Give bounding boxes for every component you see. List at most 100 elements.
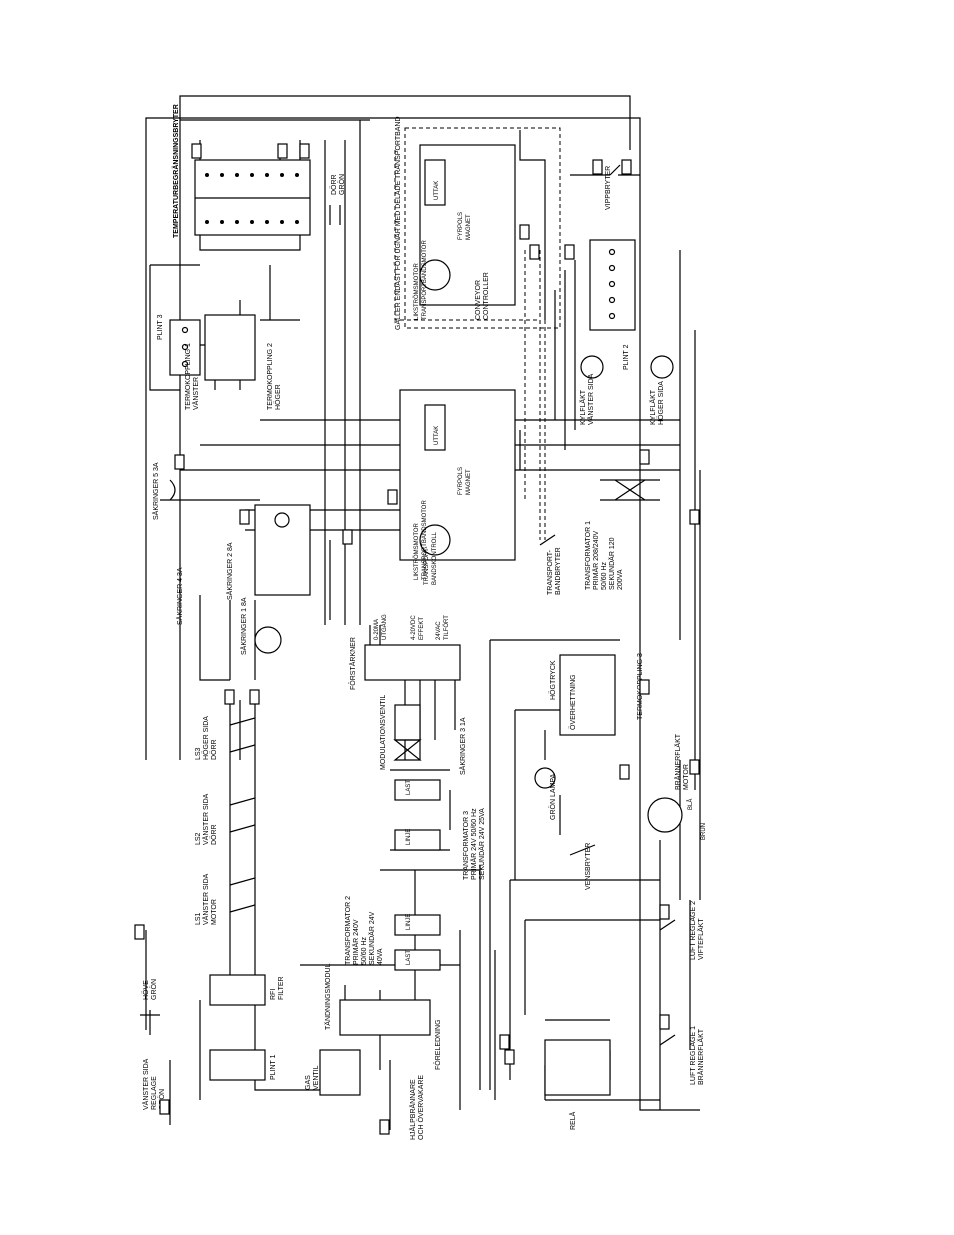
transformer2-label: TRANSFORMATOR 2PRIMÄR 240V50/60 HzSEKUND… — [345, 896, 384, 965]
plint1-label: PLINT 1 — [270, 1054, 277, 1080]
helpburner: HJÄLPBRÄNNAREOCH ÖVERVAKARE FÖRELEDNING — [409, 1019, 442, 1140]
t2-last: LAST — [406, 950, 412, 965]
ignition-wire-label: FÖRELEDNING — [434, 1019, 442, 1070]
ls3-label: LS3HÖGER SIDADÖRR — [195, 716, 218, 760]
amplifier-label: FÖRSTÄRKNER — [349, 637, 357, 690]
modulation-valve: MODULATIONSVENTIL — [380, 695, 422, 770]
ignition-label: TÄNDNINGSMODUL — [324, 963, 332, 1030]
transport-control-label: TRANSPORT-BANDSKONTROLL — [424, 531, 438, 585]
overheat-label: ÖVERHETTNING — [569, 674, 577, 730]
ls3: LS3HÖGER SIDADÖRR — [195, 716, 256, 760]
ignition-module: TÄNDNINGSMODUL — [324, 963, 431, 1036]
burner-fan-label: BRÄNNERFLÄKTMOTOR — [674, 733, 690, 790]
t2-line: LINJE — [406, 914, 412, 930]
transport-switch-label: TRANSPORT-BANDBRYTER — [547, 547, 562, 595]
thermocouple-group: TERMOKOPPLING 1VÄNSTER TERMOKOPPLING 2HÖ… — [185, 314, 282, 410]
burner-fan-motor: BRÄNNERFLÄKTMOTOR BLÅ BRUN — [647, 733, 707, 840]
gas-valve: GASVENTIL — [305, 1049, 361, 1096]
uttak-mid: UTTAK — [434, 426, 440, 445]
blue-label: BLÅ — [687, 799, 694, 810]
fan-right-label: KYLFLÄKTHÖGER SIDA — [649, 381, 665, 425]
door-ground-text: DÖRRGRÖN — [330, 174, 346, 195]
transformer1-label: TRANSFORMATOR 1PRIMÄR 208/240V50/60 HzSE… — [585, 521, 624, 590]
motor-top-symbol — [419, 259, 451, 291]
vipp-switch: VIPPBRYTER — [570, 164, 640, 210]
plint2: PLINT 2 — [589, 239, 636, 370]
fuse2-label: SÄKRINGER 2 8A — [226, 542, 234, 600]
optional-conveyor-frame — [404, 127, 561, 329]
fuse3: SÄKRINGER 3 1A — [459, 717, 467, 775]
thermo1-label: TERMOKOPPLING 1VÄNSTER — [185, 343, 200, 410]
modulation-valve-label: MODULATIONSVENTIL — [380, 695, 387, 770]
fuse4-label: SÄKRINGER 4 3A — [176, 567, 184, 625]
wire-number-tags — [134, 143, 700, 1135]
air-regl-1-label: LUFT REGLAGE 1BRÄNNERFLÄKT — [690, 1026, 705, 1085]
rfi-filter: RFIFILTER — [209, 974, 285, 1006]
transformer2: LINJE LAST TRANSFORMATOR 2PRIMÄR 240V50/… — [345, 896, 441, 971]
fuse1-label: SÄKRINGER 1 8A — [240, 597, 248, 655]
main-switch-label: VENSBRYTER — [585, 843, 592, 890]
ls1-label: LS1VÄNSTER SIDAMOTOR — [195, 873, 218, 925]
t3-line: LINJE — [406, 829, 412, 845]
transformer1: TRANSFORMATOR 1PRIMÄR 208/240V50/60 HzSE… — [585, 479, 660, 590]
air-regl-2: LUFT REGLAGE 2VIFTEFLÄKT — [659, 901, 705, 960]
ls2-label: LS2VÄNSTER SIDADÖRR — [195, 793, 218, 845]
gas-valve-label: GASVENTIL — [305, 1065, 320, 1090]
motor-mid-symbol — [419, 524, 451, 556]
fan-right: KYLFLÄKTHÖGER SIDA — [649, 355, 674, 425]
contactor — [254, 504, 311, 596]
overheat-block: ÖVERHETTNING HÖGTRYCK TERMOKOPPLING 3 — [549, 653, 644, 736]
door-ground-symbol — [329, 205, 341, 225]
relay-label: RELÄ — [569, 1111, 577, 1130]
temp-switch-label: TEMPERATURBEGRÄNSNINGSBRYTER — [172, 104, 180, 238]
brown-label: BRUN — [701, 823, 707, 840]
transformer3-label: TRANSFORMATOR 3PRIMÄR 24V 50/60 HzSEKUND… — [463, 808, 486, 880]
green-lamp-label: GRÖN LAMPA — [549, 774, 557, 820]
conveyor-note: GÄLLER ENDAST FÖR UGNAR MED DELADE TRANS… — [394, 116, 402, 330]
fuse5-label: SÄKRINGER 5 3A — [152, 462, 160, 520]
main-ground: HÖVEGRÖN — [140, 979, 160, 1035]
relay: RELÄ — [544, 1039, 611, 1130]
vipp-switch-label: VIPPBRYTER — [605, 166, 612, 210]
air-regl-1: LUFT REGLAGE 1BRÄNNERFLÄKT — [659, 1026, 705, 1085]
plint3: PLINT 3 — [157, 314, 201, 376]
transport-switch: TRANSPORT-BANDBRYTER — [539, 534, 562, 595]
dashed-wires — [394, 150, 546, 540]
motor-symbol — [254, 626, 282, 654]
conveyor-controller-label: CONVEYORCONTROLLER — [475, 272, 490, 320]
air-regl-2-label: LUFT REGLAGE 2VIFTEFLÄKT — [690, 901, 705, 960]
green-lamp: GRÖN LAMPA — [534, 767, 557, 820]
thermo2-label: TERMOKOPPLING 2HÖGER — [267, 343, 282, 410]
main-switch: VENSBRYTER — [569, 843, 596, 890]
temp-switch-terminals — [205, 173, 299, 224]
fan-left-label: KYLFLÄKTVÄNSTER SIDA — [579, 373, 595, 425]
plint3-label: PLINT 3 — [157, 314, 164, 340]
uttak-top: UTTAK — [434, 181, 440, 200]
rfi-label: RFIFILTER — [270, 976, 285, 1000]
main-ground-label: HÖVEGRÖN — [142, 979, 158, 1000]
door-ground-label: DÖRRGRÖN — [330, 174, 346, 195]
helpburner-label: HJÄLPBRÄNNAREOCH ÖVERVAKARE — [409, 1075, 425, 1140]
fuse2: SÄKRINGER 2 8A — [226, 542, 234, 600]
ls2: LS2VÄNSTER SIDADÖRR — [195, 793, 256, 845]
plint2-label: PLINT 2 — [623, 344, 630, 370]
hogtryck-label: HÖGTRYCK — [549, 660, 557, 700]
fuse5: SÄKRINGER 5 3A — [152, 462, 176, 520]
plint1: PLINT 1 — [209, 1049, 277, 1081]
fuse3-label: SÄKRINGER 3 1A — [459, 717, 467, 775]
fuse4: SÄKRINGER 4 3A — [176, 567, 184, 625]
t3-last: LAST — [406, 780, 412, 795]
temp-switch: TEMPERATURBEGRÄNSNINGSBRYTER — [172, 104, 311, 238]
ls1: LS1VÄNSTER SIDAMOTOR — [195, 873, 256, 925]
